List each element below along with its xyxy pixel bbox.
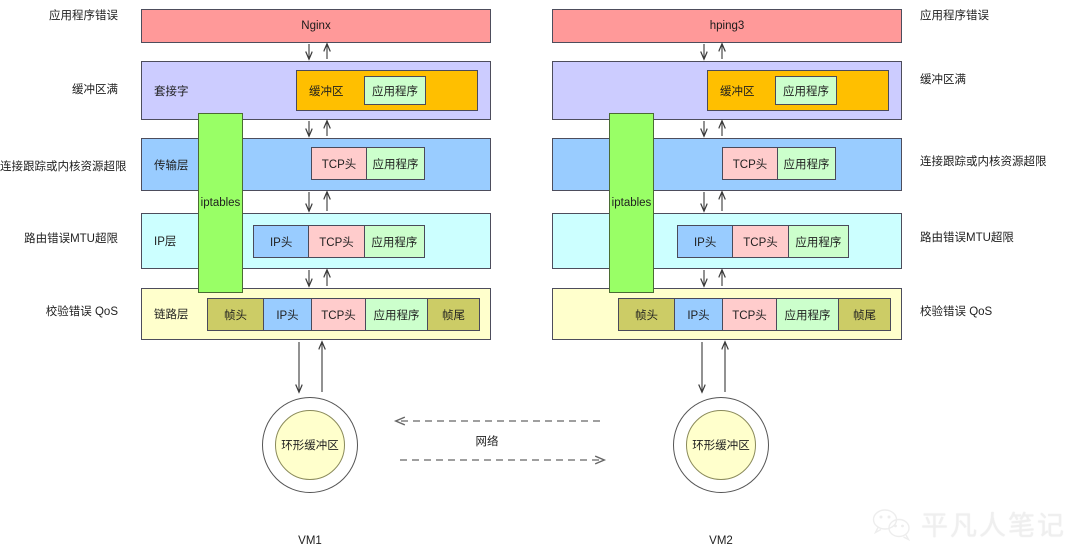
vm2-transport-tcp-header: TCP头 — [723, 148, 779, 179]
network-label: 网络 — [475, 436, 499, 448]
vm1-iptables-label: iptables — [200, 197, 241, 209]
vm1-application-layer: Nginx — [141, 9, 491, 43]
vm1-ring-buffer-inner: 环形缓冲区 — [275, 410, 345, 480]
right-label-buffer-full: 缓冲区满 — [920, 74, 966, 87]
wechat-icon — [872, 508, 911, 541]
vm1-transport-tcp-header: TCP头 — [312, 148, 368, 179]
right-label-app-error: 应用程序错误 — [920, 10, 989, 23]
vm2-link-payload: 应用程序 — [777, 299, 839, 330]
vm1-link-layer-name: 链路层 — [154, 309, 189, 321]
vm2-link-tcp-header: TCP头 — [723, 299, 777, 330]
vm2-iptables-bar: iptables — [609, 113, 654, 293]
vm2-link-ip-header: IP头 — [675, 299, 723, 330]
vm2-socket-app-label: 应用程序 — [783, 85, 829, 98]
vm2-socket-app-box: 应用程序 — [775, 76, 837, 105]
vm2-arrow-transport-ip — [704, 192, 722, 211]
vm1-ring-buffer-label: 环形缓冲区 — [281, 440, 339, 452]
vm2-arrow-ip-link — [704, 270, 722, 286]
vm2-arrow-app-socket — [704, 44, 722, 59]
vm2-name-label: VM2 — [709, 535, 733, 547]
vm2-socket-buffer-label: 缓冲区 — [720, 85, 755, 98]
right-label-route-mtu: 路由错误MTU超限 — [920, 232, 1014, 245]
vm1-transport-packet: TCP头 应用程序 — [311, 147, 425, 180]
vm2-arrow-link-ringbuffer — [702, 342, 725, 392]
vm1-socket-app-box: 应用程序 — [364, 76, 426, 105]
vm2-app-process-label: hping3 — [709, 20, 745, 32]
vm2-ip-tcp-header: TCP头 — [733, 226, 789, 257]
vm2-frame-header: 帧头 — [619, 299, 675, 330]
vm1-arrow-socket-transport — [309, 121, 327, 136]
right-label-conntrack: 连接跟踪或内核资源超限 — [920, 156, 1047, 169]
vm1-ip-tcp-header: TCP头 — [309, 226, 365, 257]
left-label-conntrack: 连接跟踪或内核资源超限 — [0, 161, 127, 174]
vm2-application-layer: hping3 — [552, 9, 902, 43]
vm1-frame-trailer: 帧尾 — [428, 299, 479, 330]
vm2-frame-trailer: 帧尾 — [839, 299, 890, 330]
vm2-ring-buffer-inner: 环形缓冲区 — [686, 410, 756, 480]
vm1-socket-buffer-label: 缓冲区 — [309, 85, 344, 98]
vm1-link-tcp-header: TCP头 — [312, 299, 366, 330]
vm1-link-ip-header: IP头 — [264, 299, 312, 330]
vm1-transport-payload: 应用程序 — [367, 148, 424, 179]
vm1-link-packet: 帧头 IP头 TCP头 应用程序 帧尾 — [207, 298, 480, 331]
vm1-arrow-ip-link — [309, 270, 327, 286]
vm1-name-label: VM1 — [298, 535, 322, 547]
vm2-ip-payload: 应用程序 — [788, 226, 849, 257]
vm2-ring-buffer-label: 环形缓冲区 — [692, 440, 750, 452]
vm1-ip-header: IP头 — [254, 226, 310, 257]
vm2-ip-header: IP头 — [678, 226, 734, 257]
vm1-arrow-app-socket — [309, 44, 327, 59]
vm1-socket-layer-name: 套接字 — [154, 85, 189, 98]
watermark-text: 平凡人笔记 — [921, 511, 1066, 542]
vm2-link-packet: 帧头 IP头 TCP头 应用程序 帧尾 — [618, 298, 891, 331]
vm1-app-process-label: Nginx — [301, 20, 331, 32]
right-label-checksum-qos: 校验错误 QoS — [920, 306, 993, 319]
vm2-transport-packet: TCP头 应用程序 — [722, 147, 836, 180]
vm1-transport-layer-name: 传输层 — [154, 159, 189, 172]
left-label-app-error: 应用程序错误 — [49, 10, 118, 23]
vm1-ip-packet: IP头 TCP头 应用程序 — [253, 225, 425, 258]
watermark: 平凡人笔记 — [871, 504, 1066, 543]
vm1-ip-layer-name: IP层 — [154, 236, 177, 248]
vm2-ip-packet: IP头 TCP头 应用程序 — [677, 225, 849, 258]
left-label-checksum-qos: 校验错误 QoS — [45, 306, 118, 319]
vm1-socket-app-label: 应用程序 — [372, 85, 418, 98]
left-label-buffer-full: 缓冲区满 — [72, 84, 118, 97]
vm1-arrow-transport-ip — [309, 192, 327, 211]
vm1-ip-payload: 应用程序 — [364, 226, 425, 257]
vm1-frame-header: 帧头 — [208, 299, 264, 330]
vm2-iptables-label: iptables — [611, 197, 652, 209]
vm2-arrow-socket-transport — [704, 121, 722, 136]
left-label-route-mtu: 路由错误MTU超限 — [24, 233, 118, 246]
vm1-arrow-link-ringbuffer — [299, 342, 322, 392]
vm2-transport-payload: 应用程序 — [778, 148, 835, 179]
vm1-iptables-bar: iptables — [198, 113, 243, 293]
vm1-link-payload: 应用程序 — [366, 299, 428, 330]
